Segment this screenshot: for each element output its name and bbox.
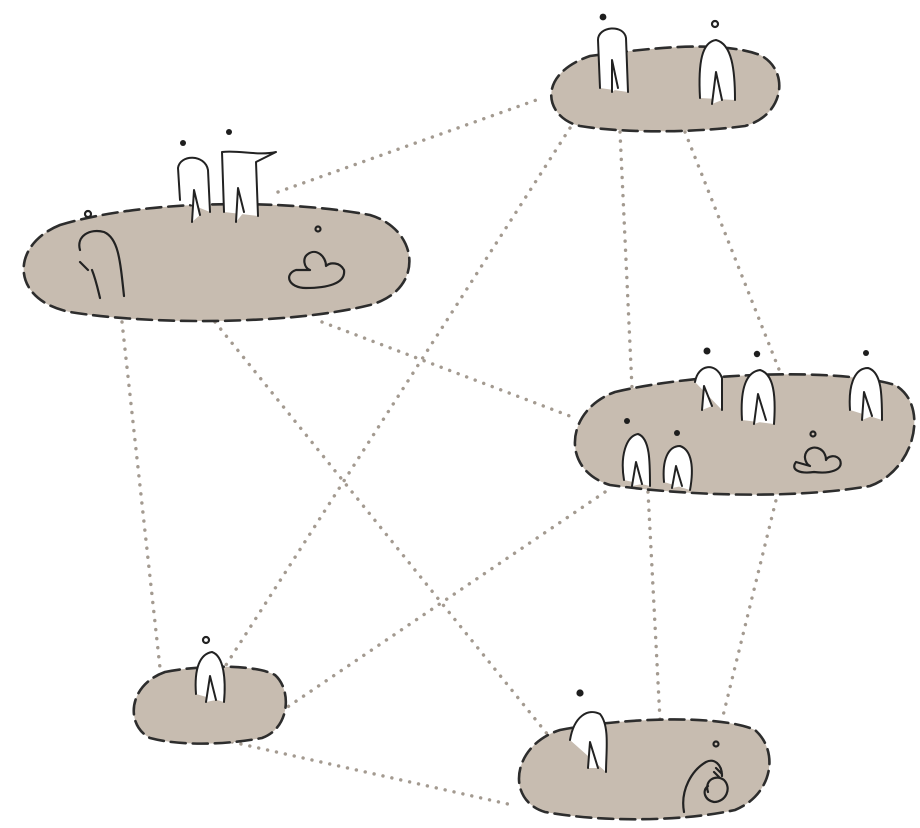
- connections: [120, 96, 782, 806]
- island-lower-left-shape: [132, 665, 288, 745]
- link-lower-left-bottom-right: [230, 740, 510, 806]
- link-middle-right-lower-left: [284, 490, 607, 710]
- link-upper-left-bottom-right: [213, 320, 550, 737]
- island-lower-left: [132, 665, 288, 745]
- person-figure: [682, 740, 729, 814]
- island-bottom-right: [517, 718, 771, 821]
- person-figure: [569, 689, 608, 773]
- person-figure: [621, 418, 651, 487]
- person-figure: [848, 350, 883, 421]
- link-top-right-middle-right-b: [683, 130, 782, 374]
- island-middle-right-shape: [573, 373, 916, 496]
- link-top-right-lower-left: [224, 126, 572, 667]
- person-figure: [78, 209, 126, 300]
- island-top-right: [549, 45, 781, 133]
- person-figure: [662, 430, 693, 491]
- person-figure: [694, 347, 723, 411]
- person-figure: [194, 635, 226, 703]
- person-figure: [740, 350, 776, 425]
- person-figure: [177, 140, 211, 223]
- link-middle-right-bottom-right-a: [646, 490, 662, 722]
- island-top-right-shape: [549, 45, 781, 133]
- person-figure: [793, 430, 842, 474]
- person-figure: [221, 129, 277, 223]
- person-figure: [597, 13, 629, 93]
- link-upper-left-middle-right: [320, 320, 577, 420]
- person-figure: [288, 225, 346, 290]
- island-middle-right: [573, 373, 916, 496]
- island-bottom-right-shape: [517, 718, 771, 821]
- link-upper-left-lower-left: [120, 320, 162, 670]
- person-figure: [698, 19, 736, 105]
- link-middle-right-bottom-right-b: [720, 490, 780, 722]
- link-upper-left-top-right: [276, 96, 544, 194]
- link-top-right-middle-right-a: [618, 130, 634, 390]
